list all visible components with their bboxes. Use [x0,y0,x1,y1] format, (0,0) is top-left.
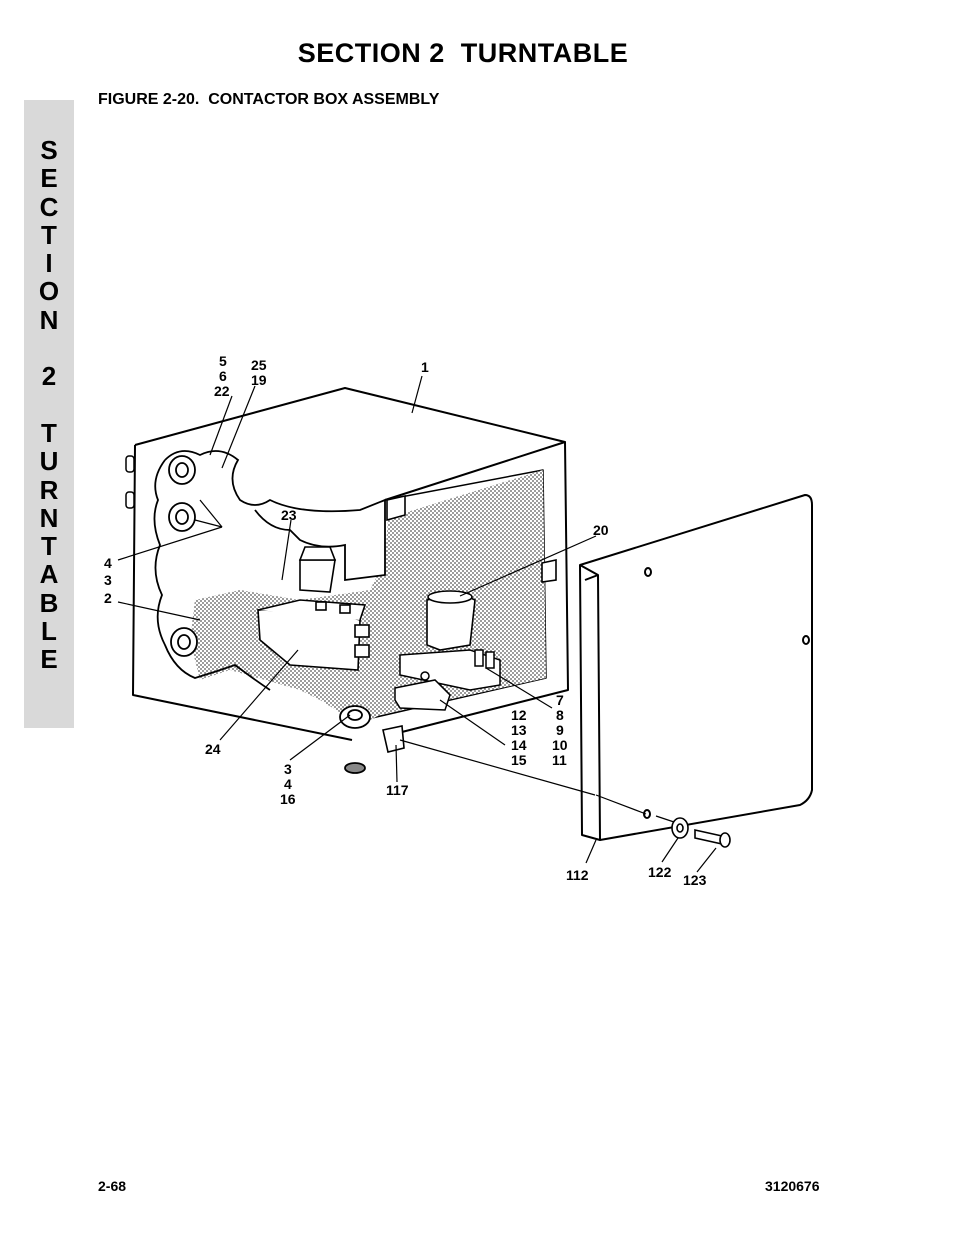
callout-10: 10 [552,737,568,753]
callout-9: 9 [556,722,564,738]
side-tab-letter: C [39,191,59,222]
callout-5: 5 [219,353,227,369]
side-tab-letter: T [41,531,57,562]
side-tab-letter: E [40,644,58,675]
callout-122: 122 [648,864,672,880]
callout-3: 3 [104,572,112,588]
relay-23 [298,546,337,593]
screw-123 [694,829,731,848]
callout-13: 13 [511,722,527,738]
side-tab-letter: 2 [41,361,57,392]
callout-112: 112 [566,867,589,883]
callout-24: 24 [205,741,221,757]
circuit-breaker [394,671,451,711]
callout-3-lower: 3 [284,761,292,777]
side-tab-letter: S [40,135,58,165]
side-tab-letter: I [45,248,53,279]
grommet-lower [170,627,198,657]
side-tab-letter: T [41,417,57,448]
side-tab-letter: U [39,446,59,477]
callout-20: 20 [593,522,609,538]
side-tab-letter: N [39,304,59,335]
grommet-bottom [339,705,371,774]
cutaway-edge [164,450,386,582]
callout-11: 11 [552,752,567,768]
callout-25: 25 [251,357,267,373]
callout-6: 6 [219,368,227,384]
contactor-24 [257,599,370,671]
grommet-middle [168,502,196,532]
callout-22: 22 [214,383,230,399]
callout-8: 8 [556,707,564,723]
callout-23: 23 [281,507,297,523]
relay-20 [426,590,476,651]
section-title: SECTION 2 TURNTABLE [297,38,629,68]
box-cover [579,494,813,841]
callout-16: 16 [280,791,296,807]
callout-14: 14 [511,737,527,753]
side-tab-letter: L [41,616,57,647]
figure-title: FIGURE 2-20. CONTACTOR BOX ASSEMBLY [98,91,440,108]
side-tab-letter: A [39,559,59,590]
callout-2: 2 [104,590,112,606]
leader-lines [117,375,717,873]
side-tab-letter: B [39,587,59,618]
side-tab-letter: R [39,474,59,505]
callout-123: 123 [683,872,707,888]
callout-15: 15 [511,752,527,768]
side-tab-letter: N [39,502,59,533]
callout-12: 12 [511,707,527,723]
page-number: 2-68 [98,1178,127,1194]
callout-4: 4 [104,555,112,571]
callout-19: 19 [251,372,267,388]
side-tab-letter: O [38,276,60,307]
washer-122 [671,817,689,839]
side-tab-letter: E [40,163,58,194]
callout-117: 117 [386,782,409,798]
callout-7: 7 [556,692,564,708]
callout-1: 1 [421,359,429,375]
grommet-upper [168,455,196,485]
callout-4-lower: 4 [284,776,292,792]
side-tab-letter: T [41,219,57,250]
document-number: 3120676 [765,1178,820,1194]
